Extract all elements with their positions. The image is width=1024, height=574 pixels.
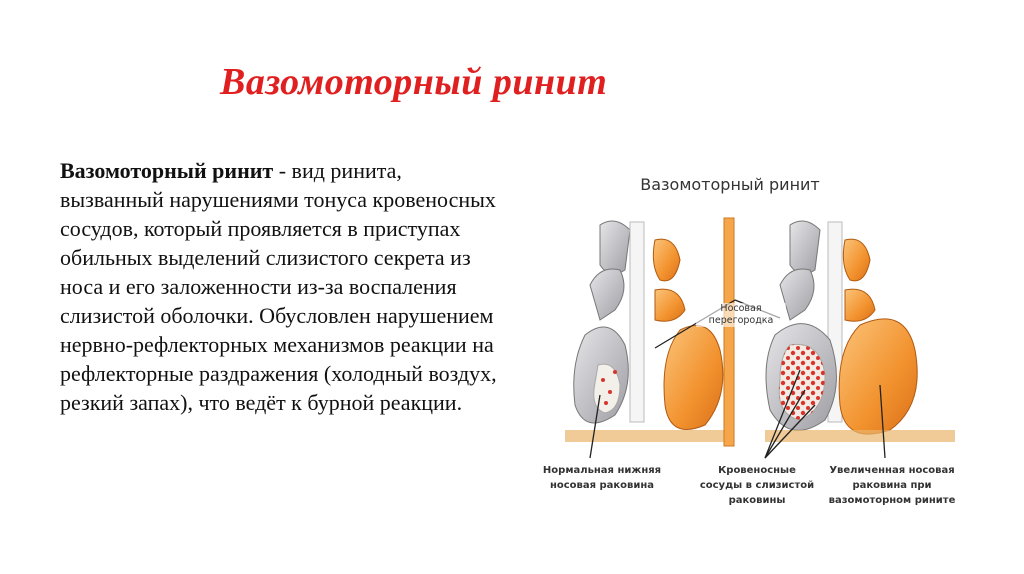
definition-body: - вид ринита, вызванный нарушениями тону…	[60, 158, 497, 415]
normal-side-illustration	[565, 220, 725, 442]
septum-label: Носовая перегородка	[696, 303, 786, 327]
label-enlarged-turbinate: Увеличенная носовая раковина при вазомот…	[828, 465, 956, 506]
definition-text: Вазомоторный ринит - вид ринита, вызванн…	[60, 156, 510, 417]
pointer-lines	[589, 299, 886, 459]
septum-shape	[723, 217, 735, 447]
definition-term: Вазомоторный ринит	[60, 158, 274, 183]
label-blood-vessels: Кровеносные сосуды в слизистой раковины	[699, 465, 815, 506]
label-normal-turbinate: Нормальная нижняя носовая раковина	[542, 465, 662, 491]
enlarged-side-illustration	[765, 220, 955, 442]
diagram-title: Вазомоторный ринит	[640, 175, 820, 194]
slide-title: Вазомоторный ринит	[220, 61, 608, 103]
